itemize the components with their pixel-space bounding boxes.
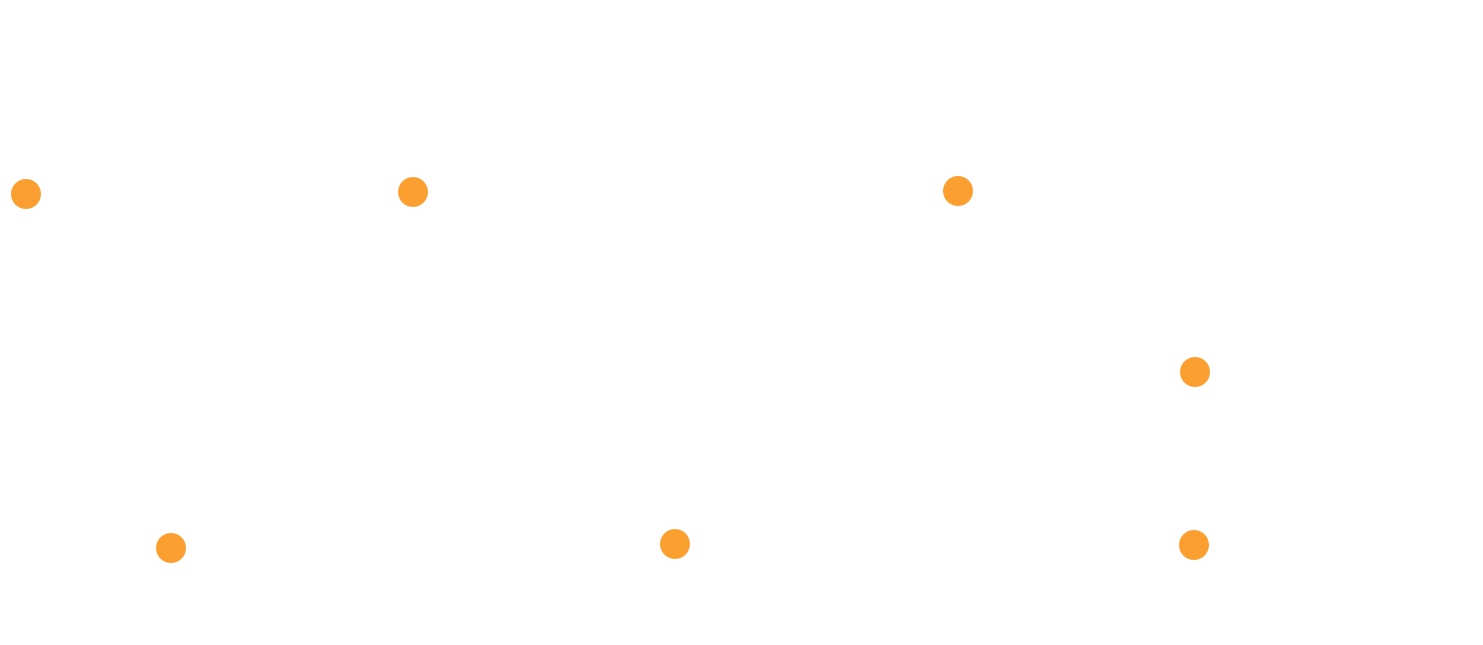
orange-dot-icon[interactable]: [398, 177, 428, 207]
orange-dot-icon[interactable]: [660, 529, 690, 559]
orange-dot-icon[interactable]: [943, 176, 973, 206]
orange-dot-icon[interactable]: [11, 179, 41, 209]
orange-dot-icon[interactable]: [156, 533, 186, 563]
orange-dot-icon[interactable]: [1180, 357, 1210, 387]
orange-dot-icon[interactable]: [1179, 530, 1209, 560]
